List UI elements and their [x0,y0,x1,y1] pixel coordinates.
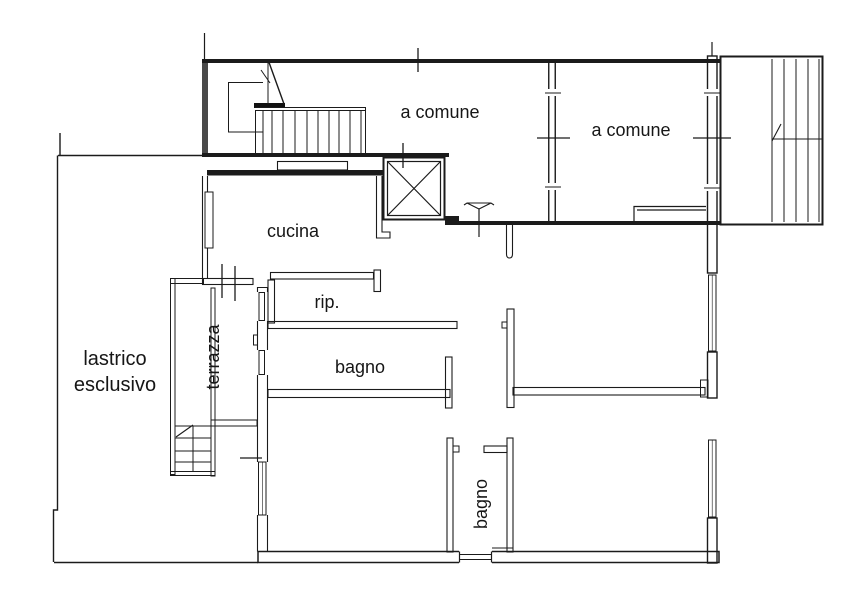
kitchen-window [276,160,349,171]
interior-partitions [501,308,706,409]
roof-terrace-boundary [52,133,258,564]
label-bathroom-small: bagno [471,479,491,529]
label-roof-terrace-line1: lastrico [83,348,146,370]
label-terrace: terrazza [203,324,223,390]
kitchen-door [204,191,214,249]
hall-door-upper [258,292,265,321]
label-storage: rip. [314,292,339,312]
storage-walls [267,269,382,324]
label-common-right: a comune [591,120,670,140]
outer-walls [202,33,721,565]
staircase-terrace-icon [170,424,216,476]
hall-left-wall [253,286,270,552]
elevator-shaft-icon [382,156,446,221]
bathroom-small-walls [446,437,514,553]
terrace-walls [170,278,258,477]
bathroom-main-walls [267,320,458,409]
measurement-ticks [221,48,731,459]
hall-door-lower [258,350,265,375]
room-labels: a comune a comune cucina rip. bagno terr… [74,102,671,529]
label-kitchen: cucina [267,221,320,241]
staircase-right-icon [719,55,824,226]
label-common-top: a comune [400,102,479,122]
ceiling-fixture-icon [463,202,495,237]
label-roof-terrace-line2: esclusivo [74,374,156,396]
label-bathroom-main: bagno [335,357,385,377]
kitchen-walls [201,160,391,286]
staircase-top-left-icon [228,60,366,153]
right-wall-windows [708,274,717,518]
